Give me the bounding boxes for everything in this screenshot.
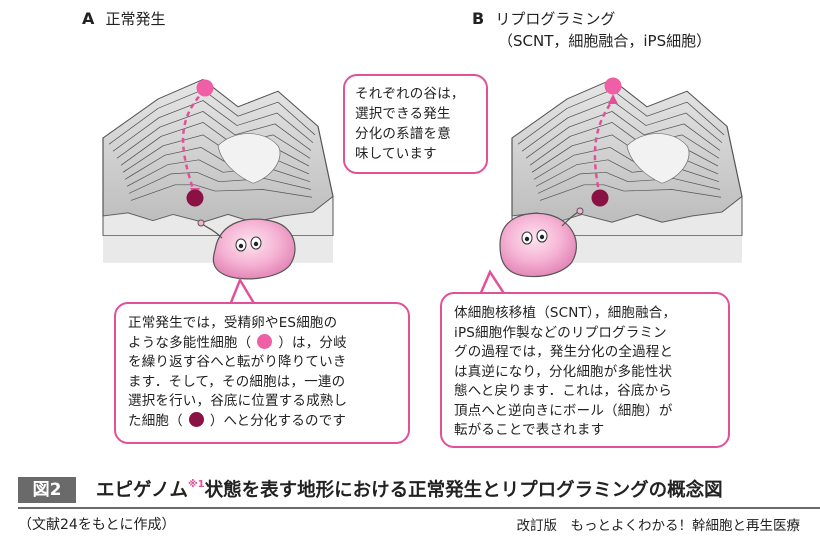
roll-up-path [593, 99, 615, 197]
bubble-line: 選択できる発生 [355, 106, 451, 122]
mature-cell-icon [186, 189, 204, 207]
bubble-line: は真逆になり，分化細胞が多能性状 [454, 363, 673, 380]
roll-down-path [181, 89, 206, 196]
bubble-line: 転がることで表されます [454, 422, 605, 438]
landscape-illustration [102, 77, 743, 307]
footnote-marker: ※1 [187, 479, 205, 490]
normal-development-bubble: 正常発生では，受精卵やES細胞の ような多能性細胞（）は，分岐 を繰り返す谷へと… [114, 302, 410, 444]
reprogramming-bubble: 体細胞核移植（SCNT），細胞融合， iPS細胞作製などのリプログラミン グの過… [440, 292, 730, 448]
bubble-line: 頂点へと逆向きにボール（細胞）が [454, 402, 673, 419]
bubble-line: ます．そして，その細胞は，一連の [128, 373, 346, 390]
arrow-up-icon [608, 94, 618, 104]
landscape-explanation-bubble: それぞれの谷は， 選択できる発生 分化の系譜を意 味しています [343, 74, 488, 174]
epigenetic-landscape-a [102, 78, 334, 264]
bubble-line: 体細胞核移植（SCNT），細胞融合， [454, 305, 677, 321]
source-note: （文献24をもとに作成） [18, 517, 176, 533]
cell-character-b [499, 207, 584, 278]
bubble-line: 態へと戻ります．これは，谷底から [454, 383, 672, 399]
book-title: 改訂版 もっとよくわかる！幹細胞と再生医療 [516, 518, 801, 534]
bubble-line: ような多能性細胞（）は，分岐 [128, 333, 347, 351]
pluripotent-cell-icon [604, 77, 622, 95]
panel-a-title: A 正常発生 [82, 9, 166, 28]
pluripotent-cell-icon [257, 333, 273, 349]
figure-title: エピゲノム※1状態を表す地形における正常発生とリプログラミングの概念図 [96, 479, 723, 501]
bubble-line: それぞれの谷は， [355, 86, 465, 102]
panel-b-title: B リプログラミング [472, 9, 616, 28]
bubble-line: グの過程では，発生分化の全過程と [454, 344, 674, 360]
bubble-line: た細胞（）へと分化するのです [128, 411, 347, 429]
mature-cell-icon [188, 411, 204, 427]
panel-b-subtitle: （SCNT，細胞融合，iPS細胞） [498, 32, 712, 50]
mature-cell-icon [591, 189, 609, 207]
pluripotent-cell-icon [196, 79, 214, 97]
bubble-line: 選択を行い，谷底に位置する成熟し [128, 393, 348, 409]
bubble-line: 味しています [355, 146, 437, 162]
bubble-line: 正常発生では，受精卵やES細胞の [128, 315, 338, 331]
figure-label: 図2 [18, 477, 76, 503]
bubble-line: 分化の系譜を意 [355, 126, 451, 142]
caption-divider [18, 507, 820, 509]
bubble-line: を繰り返す谷へと転がり降りていき [128, 354, 347, 370]
cell-character-a [197, 218, 296, 280]
bubble-line: iPS細胞作製などのリプログラミン [454, 324, 667, 341]
